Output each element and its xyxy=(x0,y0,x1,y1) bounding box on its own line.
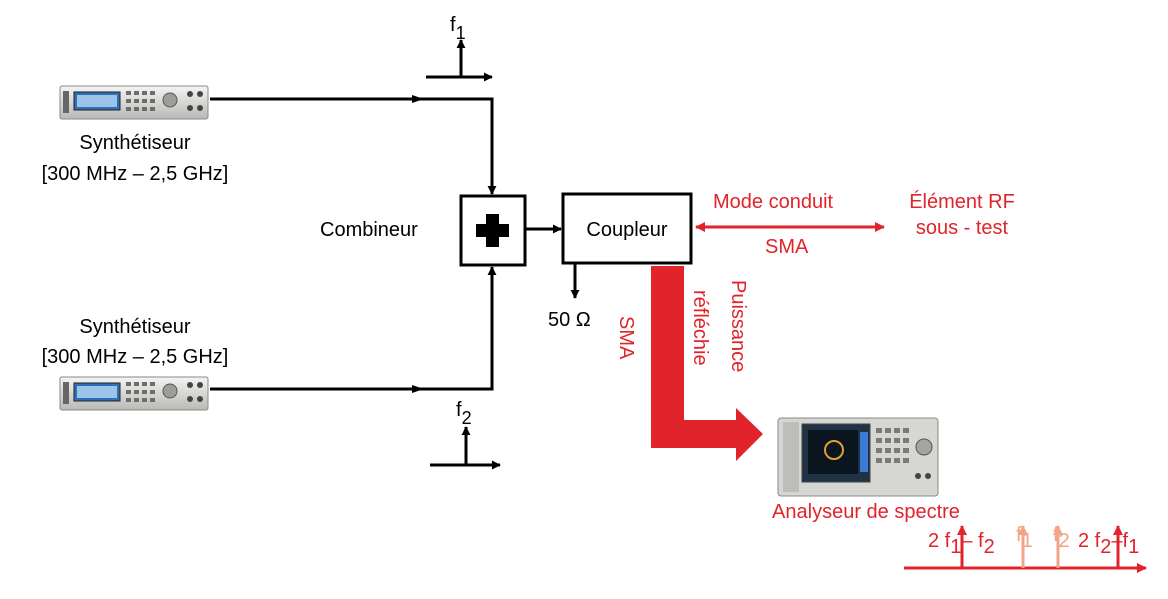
tone-1-label: f1 xyxy=(450,14,466,43)
signal-generator-top xyxy=(60,86,208,119)
analyzer-label: Analyseur de spectre xyxy=(772,501,960,523)
tone-2-path xyxy=(210,267,492,389)
termination-label: 50 Ω xyxy=(548,309,591,331)
generator-bottom-label: Synthétiseur xyxy=(79,316,191,338)
tone-2-out-label: f2 xyxy=(1053,524,1070,552)
reflected-power-sublabel: réfléchie xyxy=(689,290,711,366)
signal-generator-bottom xyxy=(60,377,208,410)
tone-2-label: f2 xyxy=(456,399,472,428)
generator-bottom-range: [300 MHz – 2,5 GHz] xyxy=(42,346,229,368)
tone-1-spectrum-sketch xyxy=(426,40,492,77)
dut-sublabel: sous - test xyxy=(916,217,1009,239)
reflected-power-label: Puissance xyxy=(727,280,749,372)
im3-high-label: 2 f2–f1 xyxy=(1078,530,1139,558)
conducted-connector-label: SMA xyxy=(765,236,809,258)
coupler-label: Coupleur xyxy=(586,219,668,241)
generator-top-label: Synthétiseur xyxy=(79,132,191,154)
dut-label: Élément RF xyxy=(909,190,1015,213)
spectrum-analyzer xyxy=(778,418,938,496)
tone-2-spectrum-sketch xyxy=(430,427,500,465)
tone-1-path xyxy=(210,99,492,194)
combiner-label: Combineur xyxy=(320,219,418,241)
tone-2-path-direction-icon xyxy=(412,385,424,393)
tone-1-path-direction-icon xyxy=(412,95,424,103)
generator-top-range: [300 MHz – 2,5 GHz] xyxy=(42,163,229,185)
conducted-mode-label: Mode conduit xyxy=(713,191,834,213)
reflected-connector-label: SMA xyxy=(615,316,637,360)
